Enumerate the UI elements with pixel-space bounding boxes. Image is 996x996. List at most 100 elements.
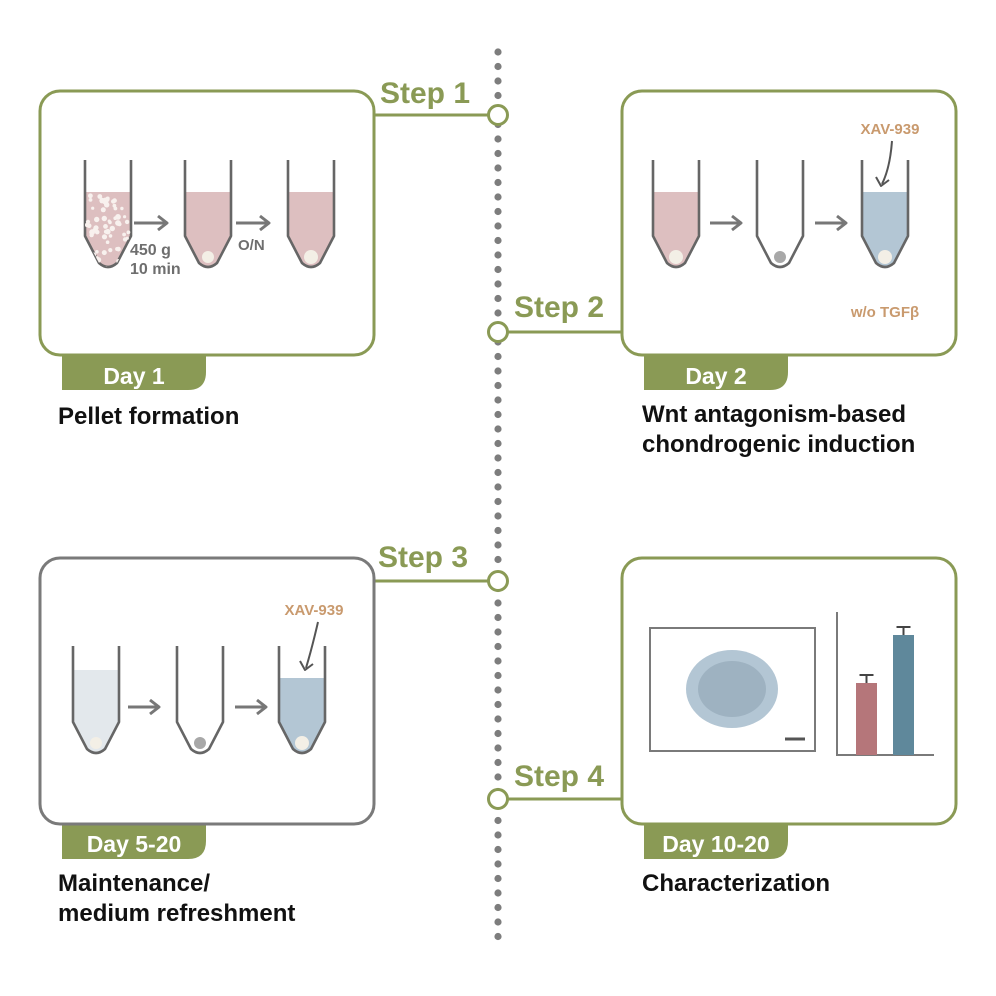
tube-outline: [183, 160, 233, 269]
timeline-dot: [494, 831, 502, 839]
timeline-dot: [494, 309, 502, 317]
step-2-title-line-2: chondrogenic induction: [642, 431, 915, 458]
cell-dot: [86, 223, 92, 228]
cell-dot: [89, 232, 94, 238]
cell-pellet: [194, 737, 206, 749]
timeline-dot: [494, 932, 502, 941]
step-4-title: Characterization: [642, 870, 830, 897]
arrow-right-icon: [256, 698, 268, 716]
cell-dot: [124, 219, 130, 225]
drug-addition-arrow: [881, 140, 893, 185]
arrow-down-icon: [299, 660, 314, 671]
timeline-dot: [494, 744, 502, 752]
step-4-label: Step 4: [514, 760, 604, 793]
step-3-label: Step 3: [378, 541, 468, 574]
cell-dot: [105, 240, 110, 244]
histology-image-frame: [649, 627, 816, 752]
cell-dot: [125, 236, 129, 240]
cell-dot: [126, 230, 131, 235]
step-4-panel: [620, 556, 958, 826]
timeline-dot: [494, 758, 502, 767]
step-2-label: Step 2: [514, 291, 604, 324]
timeline-dot: [494, 367, 502, 375]
step-2-title-line-1: Wnt antagonism-based: [642, 401, 906, 428]
timeline-dot: [494, 657, 502, 665]
timeline-dot: [494, 642, 502, 651]
tube-outline: [175, 646, 225, 755]
drug-label-step-3: XAV-939: [285, 602, 344, 619]
timeline-dot: [494, 468, 502, 477]
arrow-right-icon: [836, 214, 848, 232]
day-5-20-label: Day 5-20: [87, 831, 182, 857]
timeline-dot: [494, 671, 502, 680]
tube-outline: [860, 160, 910, 269]
step-2-tube-empty: [755, 160, 805, 269]
timeline-dot: [494, 265, 502, 274]
timeline-dot: [494, 918, 502, 926]
day-2-label: Day 2: [685, 363, 746, 389]
cell-dot: [88, 193, 93, 199]
cell-pellet: [90, 737, 102, 749]
bar-chart-bars: [856, 626, 914, 755]
cell-dot: [111, 199, 116, 204]
timeline-dot: [494, 381, 502, 390]
timeline-dot: [494, 294, 502, 303]
timeline-dot: [494, 860, 502, 868]
day-10-20-tab: [644, 824, 788, 859]
timeline-dot: [494, 541, 502, 549]
cell-pellet: [669, 250, 683, 264]
timeline-dot: [494, 439, 502, 448]
cell-dot: [100, 207, 106, 213]
bar-1: [856, 683, 877, 755]
timeline-dot: [494, 454, 502, 462]
timeline-dot: [494, 280, 502, 288]
timeline-dot: [494, 889, 502, 897]
cell-dot: [97, 194, 103, 199]
step-1-label: Step 1: [380, 77, 470, 110]
timeline-dot: [494, 700, 502, 709]
cell-dot: [94, 216, 100, 223]
arrow-right-icon: [149, 698, 161, 716]
timeline-dot: [494, 526, 502, 535]
cell-pellet: [202, 251, 214, 263]
cell-dot: [88, 198, 93, 202]
timeline-dot: [494, 410, 502, 419]
step-2-panel: [620, 89, 958, 357]
timeline-dot: [494, 251, 502, 259]
timeline-dot: [494, 207, 502, 216]
timeline-dot: [494, 816, 502, 825]
arrow-right-icon: [259, 214, 271, 232]
tube-outline: [71, 646, 121, 755]
timeline-dot: [494, 149, 502, 158]
step-1-title: Pellet formation: [58, 403, 239, 430]
timeline-dot: [494, 628, 502, 636]
pellet-section-core: [698, 661, 766, 717]
cell-dot: [95, 250, 99, 254]
arrow-right-icon: [731, 214, 743, 232]
drug-addition-arrow: [305, 621, 319, 669]
timeline-dot: [494, 729, 502, 738]
timeline-dot: [494, 845, 502, 854]
cell-dot: [103, 224, 108, 229]
timeline-node-step-1: [487, 104, 509, 126]
timeline-dot: [494, 77, 502, 85]
cell-pellet: [878, 250, 892, 264]
tube-outline: [651, 160, 701, 269]
day-1-label: Day 1: [103, 363, 165, 389]
timeline-node-step-2: [487, 321, 509, 343]
timeline-dot: [494, 512, 502, 520]
day-2-tab: [644, 355, 788, 390]
cell-dot: [108, 234, 113, 238]
tube-outline: [755, 160, 805, 269]
cell-pellet: [295, 736, 309, 750]
timeline-dot: [494, 236, 502, 245]
cell-dot: [101, 234, 108, 240]
timeline-dot: [494, 613, 502, 622]
timeline-dot: [494, 903, 502, 912]
cell-dot: [120, 206, 124, 211]
cell-pellet: [304, 250, 318, 264]
drug-label-step-2: XAV-939: [861, 121, 920, 138]
cell-dot: [115, 220, 121, 226]
timeline-dot: [494, 352, 502, 361]
